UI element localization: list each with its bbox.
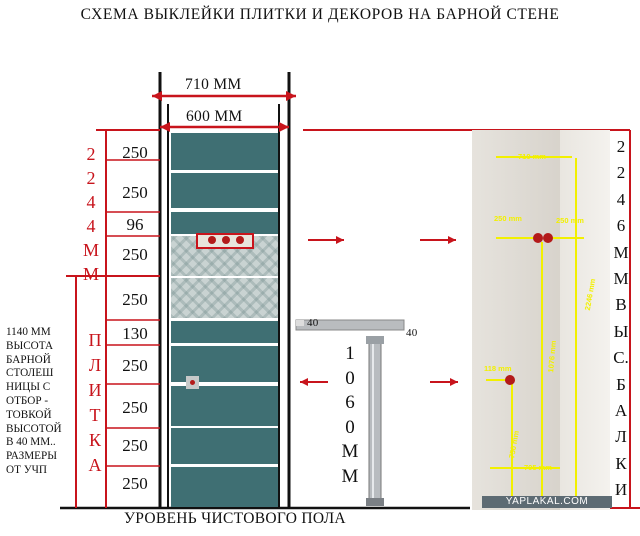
photo-width-label: 710 mm xyxy=(518,152,546,161)
row-size: 250 xyxy=(122,245,148,264)
row-size: 250 xyxy=(122,436,148,455)
diagram-title: СХЕМА ВЫКЛЕЙКИ ПЛИТКИ И ДЕКОРОВ НА БАРНО… xyxy=(80,6,560,23)
dim-600-label: 600 ММ xyxy=(186,108,243,125)
row-size: 250 xyxy=(122,290,148,309)
row-size: 250 xyxy=(122,143,148,162)
tile-row-10 xyxy=(171,467,278,507)
watermark: YAPLAKAL.COM xyxy=(482,496,612,508)
tile-row-8 xyxy=(171,386,278,426)
socket-dot-icon xyxy=(190,380,195,385)
photo-bottom-label: 705 mm xyxy=(524,463,552,472)
table-leg-shape xyxy=(368,339,382,501)
decor-dot-icon xyxy=(222,236,230,244)
decor-dot-icon xyxy=(208,236,216,244)
photo-left-gap-label: 250 mm xyxy=(494,214,522,223)
row-size: 130 xyxy=(122,324,148,343)
row-size: 250 xyxy=(122,474,148,493)
photo-markup xyxy=(482,156,592,503)
tile-row-3 xyxy=(171,212,278,234)
countertop-right-thickness: 40 xyxy=(406,327,418,339)
dim-710-label: 710 ММ xyxy=(185,76,242,93)
wall-photo-highlight xyxy=(560,130,610,510)
decor-row-2 xyxy=(171,278,278,318)
floor-level-label: УРОВЕНЬ ЧИСТОВОГО ПОЛА xyxy=(124,510,346,527)
decor-dot-icon xyxy=(236,236,244,244)
row-size: 250 xyxy=(122,398,148,417)
tile-row-1 xyxy=(171,133,278,170)
row-size: 250 xyxy=(122,183,148,202)
tile-row-2 xyxy=(171,173,278,208)
photo-side-label: 118 mm xyxy=(484,364,512,373)
countertop-left-thickness: 40 xyxy=(307,317,319,329)
decor-row-1 xyxy=(171,236,278,276)
row-size: 96 xyxy=(126,215,144,234)
row-size: 250 xyxy=(122,356,148,375)
photo-right-gap-label: 250 mm xyxy=(556,216,584,225)
tile-row-6 xyxy=(171,321,278,343)
tile-row-9 xyxy=(171,428,278,464)
